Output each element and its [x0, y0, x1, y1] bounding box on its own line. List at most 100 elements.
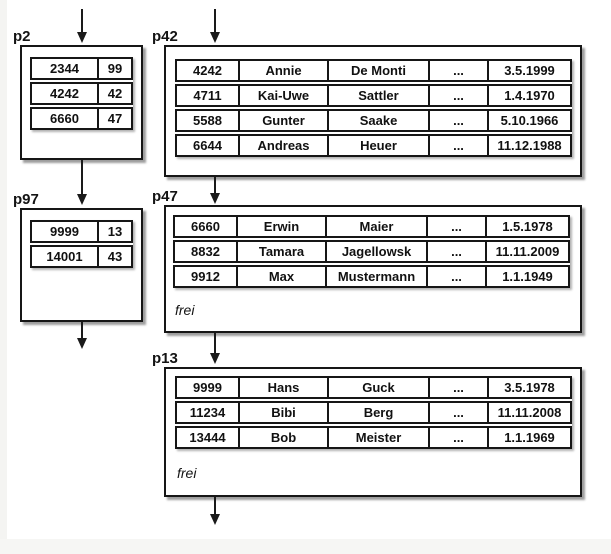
table-cell: 9912	[175, 267, 238, 286]
table-cell: Andreas	[240, 136, 329, 155]
arrow-shaft	[214, 177, 216, 194]
table-cell: 4242	[32, 84, 99, 103]
table-cell: 9999	[32, 222, 99, 241]
table-cell: Tamara	[238, 242, 327, 261]
arrowhead-down-icon	[210, 353, 220, 364]
table-cell: Maier	[327, 217, 428, 236]
table-row: 9999 13	[30, 220, 133, 243]
table-cell: ...	[430, 86, 489, 105]
table-cell: 4711	[177, 86, 240, 105]
arrow-shaft	[214, 333, 216, 354]
table-row: 6660 47	[30, 107, 133, 130]
arrow-shaft	[214, 9, 216, 33]
table-cell: 1.1.1969	[504, 430, 555, 445]
table-cell: 1.1.1949	[502, 269, 553, 284]
table-cell: 2344	[32, 59, 99, 78]
table-cell: ...	[428, 242, 487, 261]
table-cell: 11.11.2009	[495, 244, 560, 259]
table-cell: ...	[430, 403, 489, 422]
table-cell: Mustermann	[327, 267, 428, 286]
table-cell: 4242	[177, 61, 240, 80]
table-cell: Erwin	[238, 217, 327, 236]
table-cell: Kai-Uwe	[240, 86, 329, 105]
left-edge-strip	[0, 0, 7, 554]
table-cell: 3.5.1999	[504, 63, 555, 78]
bottom-edge-strip	[0, 539, 611, 554]
table-cell: Bibi	[240, 403, 329, 422]
table-cell: De Monti	[329, 61, 430, 80]
table-cell: ...	[428, 267, 487, 286]
table-cell: Berg	[329, 403, 430, 422]
table-cell: 99	[107, 61, 123, 76]
table-cell: Bob	[240, 428, 329, 447]
table-cell: 5588	[177, 111, 240, 130]
arrow-shaft	[214, 497, 216, 515]
table-cell: 6660	[32, 109, 99, 128]
table-cell: 9999	[177, 378, 240, 397]
table-cell: ...	[430, 61, 489, 80]
table-cell: Guck	[329, 378, 430, 397]
table-cell: Max	[238, 267, 327, 286]
table-cell: Heuer	[329, 136, 430, 155]
table-cell: Saake	[329, 111, 430, 130]
table-cell: ...	[430, 136, 489, 155]
arrow-shaft	[81, 9, 83, 33]
arrowhead-down-icon	[210, 514, 220, 525]
arrowhead-down-icon	[77, 338, 87, 349]
table-cell: 1.5.1978	[502, 219, 553, 234]
table-cell: Hans	[240, 378, 329, 397]
table-row: 2344 99	[30, 57, 133, 80]
page-label-p13: p13	[152, 350, 178, 367]
table-cell: Sattler	[329, 86, 430, 105]
table-cell: Meister	[329, 428, 430, 447]
page-label-p42: p42	[152, 28, 178, 45]
page-label-p97: p97	[13, 191, 39, 208]
table-cell: 47	[107, 111, 123, 126]
table-cell: ...	[430, 428, 489, 447]
arrow-shaft	[81, 160, 83, 195]
table-cell: 1.4.1970	[504, 88, 555, 103]
table-cell: ...	[428, 217, 487, 236]
table-cell: 6644	[177, 136, 240, 155]
table-cell: 11.11.2008	[497, 405, 562, 420]
table-cell: 11.12.1988	[497, 138, 562, 153]
arrow-shaft	[81, 322, 83, 339]
table-cell: ...	[430, 111, 489, 130]
table-cell: 43	[107, 249, 123, 264]
table-cell: 3.5.1978	[504, 380, 555, 395]
table-cell: ...	[430, 378, 489, 397]
arrowhead-down-icon	[210, 32, 220, 43]
arrowhead-down-icon	[77, 32, 87, 43]
page-label-p47: p47	[152, 188, 178, 205]
table-cell: 5.10.1966	[500, 113, 559, 128]
free-space-label-p47: frei	[175, 302, 195, 318]
arrowhead-down-icon	[210, 193, 220, 204]
table-cell: Jagellowsk	[327, 242, 428, 261]
table-cell: 13444	[177, 428, 240, 447]
table-cell: 13	[107, 224, 123, 239]
table-cell: 42	[107, 86, 123, 101]
